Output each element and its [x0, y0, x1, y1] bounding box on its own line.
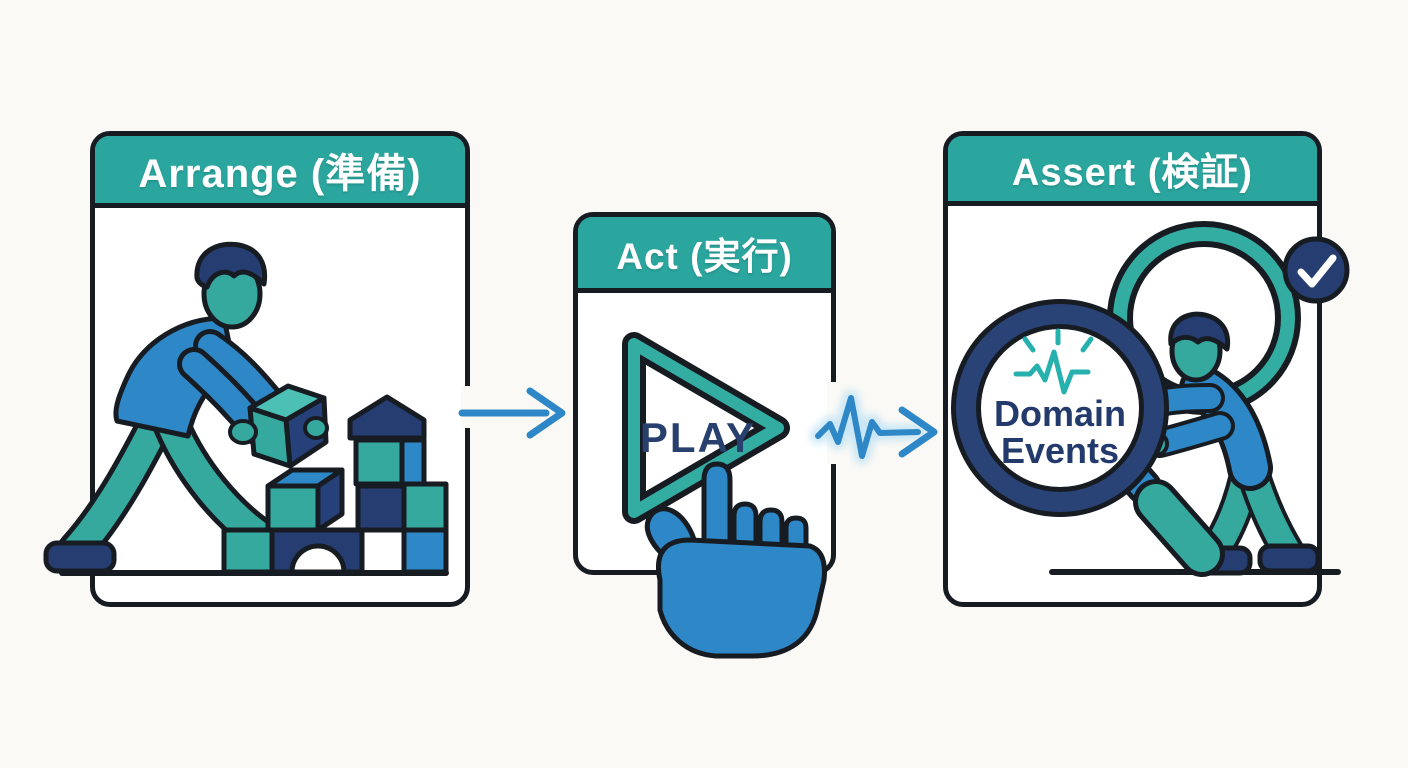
- card-assert-header: Assert (検証): [948, 136, 1317, 206]
- held-block: [228, 383, 329, 469]
- arrange-person-shoe: [43, 540, 117, 574]
- card-act-header: Act (実行): [578, 217, 831, 293]
- card-assert-title: Assert (検証): [1011, 152, 1254, 194]
- pulse-arrow-act-to-assert-icon: [810, 390, 938, 464]
- checkmark-icon: [1282, 236, 1350, 304]
- magnifier-icon: Domain Events: [951, 299, 1169, 517]
- assert-person-hair: [1168, 311, 1231, 352]
- card-act-title: Act (実行): [616, 235, 793, 277]
- play-label: PLAY: [640, 414, 756, 461]
- block-tower: [221, 394, 449, 575]
- event-pulse-icon: [1013, 328, 1094, 395]
- assert-scene: Domain Events: [951, 221, 1350, 577]
- border-gap-arrange: [461, 386, 473, 428]
- card-arrange-header: Arrange (準備): [95, 136, 465, 208]
- lens-label-line2: Events: [1001, 430, 1119, 471]
- arrow-arrange-to-act-icon: [458, 387, 566, 439]
- pointing-hand-icon: [644, 461, 827, 659]
- card-arrange-title: Arrange (準備): [138, 151, 422, 196]
- lens-label-line1: Domain: [994, 393, 1126, 434]
- arrange-person-hair: [194, 241, 268, 290]
- arrange-scene: [43, 241, 449, 576]
- act-scene: PLAY: [622, 332, 827, 659]
